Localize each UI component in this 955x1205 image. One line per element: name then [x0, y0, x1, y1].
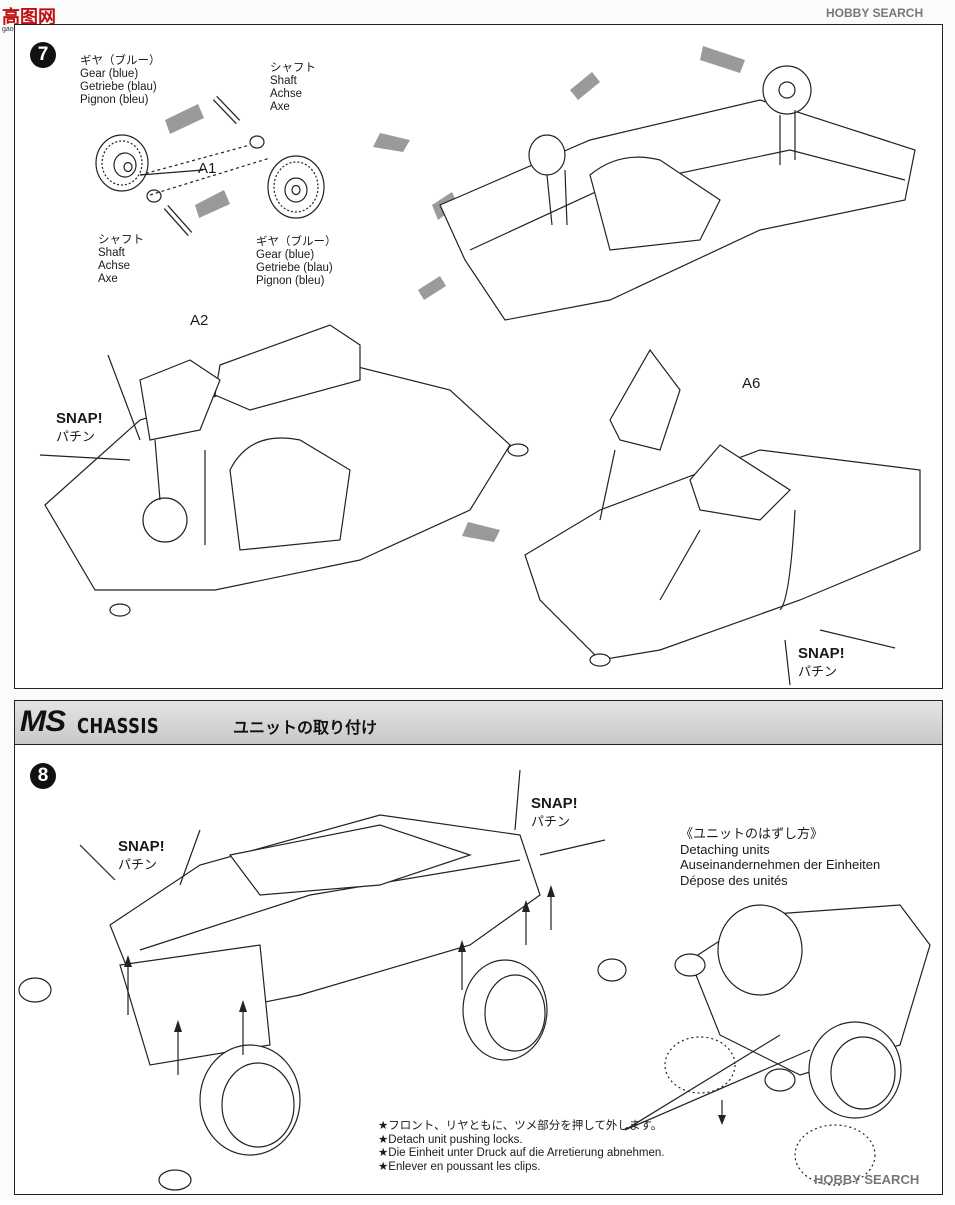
part-a2-label: A2 — [190, 312, 209, 329]
note-jp: ★フロント、リヤともに、ツメ部分を押して外します。 — [378, 1120, 663, 1132]
snap-label-step8-left: SNAP!パチン — [118, 838, 165, 872]
detach-notes: ★フロント、リヤともに、ツメ部分を押して外します。 ★Detach unit p… — [378, 1120, 664, 1174]
snap-label-step8-right: SNAP!パチン — [531, 795, 578, 829]
snap-label-step7-right: SNAP!パチン — [798, 645, 845, 679]
note-en: ★Detach unit pushing locks. — [378, 1133, 523, 1146]
chassis-step8-main-icon — [18, 814, 627, 1191]
banner-ms: MS — [19, 705, 66, 738]
hobby-search-watermark: HOBBY SEARCH — [814, 1172, 920, 1187]
step-8-number: 8 — [30, 763, 56, 789]
shaft-bottom-icon — [163, 205, 193, 236]
banner-chassis: CHASSIS — [77, 714, 160, 738]
chassis-step7-top-icon — [439, 65, 916, 321]
gear-top-label: ギヤ（ブルー）Gear (blue) Getriebe (blau)Pignon… — [80, 55, 161, 106]
gear-bottom-label: ギヤ（ブルー）Gear (blue) Getriebe (blau)Pignon… — [256, 236, 337, 287]
hobby-search-watermark-top: HOBBY SEARCH — [826, 6, 924, 20]
snap-label-step7-left: SNAP!パチン — [56, 410, 103, 444]
shaft-top-icon — [212, 95, 241, 125]
part-a6-label: A6 — [742, 375, 761, 392]
part-a1-label: A1 — [198, 160, 217, 177]
section-banner: MS CHASSIS ユニットの取り付け — [14, 700, 943, 745]
gear-blue-left-icon — [95, 134, 149, 192]
chassis-step7-bottom-right-icon — [524, 348, 921, 667]
banner-title: ユニットの取り付け — [233, 720, 378, 737]
step-7-number: 7 — [30, 42, 56, 68]
watermark-logo: 高图网 — [2, 7, 56, 27]
chassis-step8-detach-detail-icon — [624, 904, 931, 1186]
note-fr: ★Enlever en poussant les clips. — [378, 1160, 541, 1173]
step-8-illustration — [18, 769, 931, 1191]
note-de: ★Die Einheit unter Druck auf die Arretie… — [378, 1147, 665, 1159]
gear-blue-right-icon — [267, 155, 325, 219]
step-7-illustration — [39, 46, 921, 686]
chassis-step7-bottom-left-icon — [44, 324, 529, 617]
detach-heading: 《ユニットのはずし方》Detaching units Auseinanderne… — [680, 826, 881, 888]
